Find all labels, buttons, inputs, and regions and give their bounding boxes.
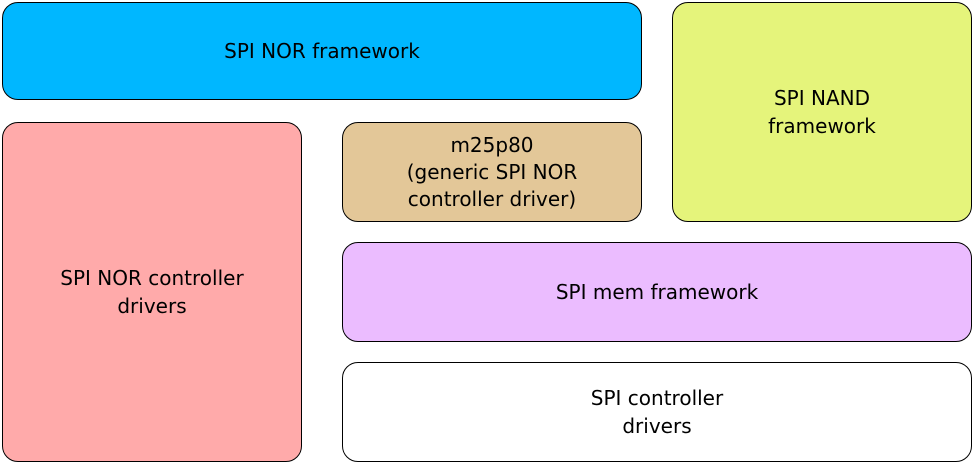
spi-controller-drivers-label: SPI controller drivers — [590, 386, 724, 438]
spi-nor-framework-block: SPI NOR framework — [2, 2, 642, 100]
spi-nand-framework-label: SPI NAND framework — [768, 86, 876, 138]
m25p80-block: m25p80 (generic SPI NOR controller drive… — [342, 122, 642, 222]
spi-nor-controller-drivers-label: SPI NOR controller drivers — [60, 266, 244, 318]
spi-mem-framework-block: SPI mem framework — [342, 242, 972, 342]
spi-nor-framework-label: SPI NOR framework — [224, 39, 420, 63]
spi-controller-drivers-block: SPI controller drivers — [342, 362, 972, 462]
spi-nand-framework-block: SPI NAND framework — [672, 2, 972, 222]
spi-nor-controller-drivers-block: SPI NOR controller drivers — [2, 122, 302, 462]
spi-mem-framework-label: SPI mem framework — [555, 280, 759, 304]
m25p80-label: m25p80 (generic SPI NOR controller drive… — [406, 132, 578, 211]
